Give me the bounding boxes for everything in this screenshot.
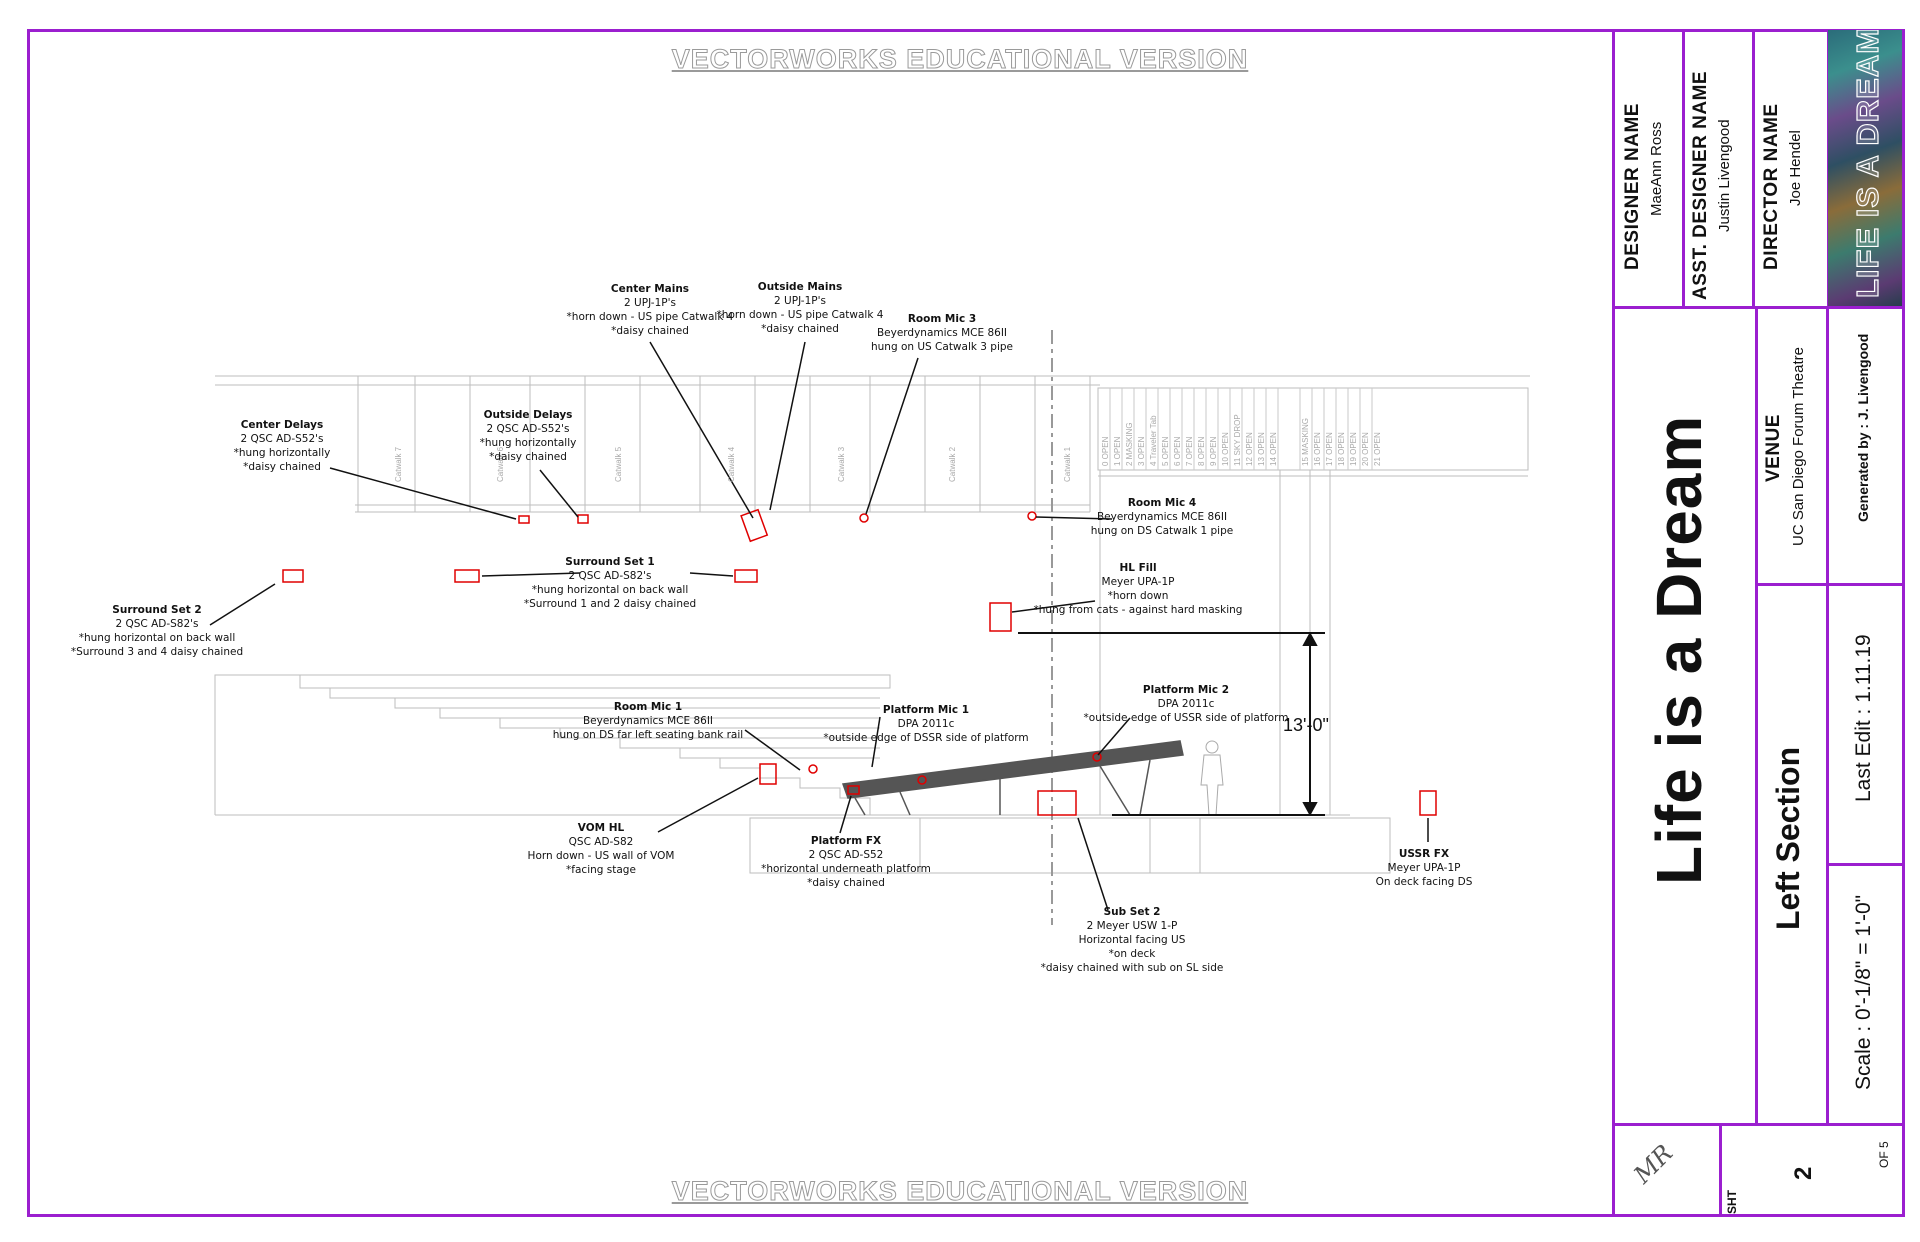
last-edit-box: [1826, 583, 1905, 866]
watermark-top: VECTORWORKS EDUCATIONAL VERSION: [671, 44, 1249, 75]
catwalk-label: Catwalk 1: [1063, 446, 1072, 482]
venue-name: UC San Diego Forum Theatre: [1790, 347, 1807, 546]
lineset-label: 15 MASKING: [1301, 417, 1310, 466]
lineset-label: 17 OPEN: [1325, 432, 1334, 466]
lineset-label: 2 MASKING: [1125, 422, 1134, 466]
lineset-label: 8 OPEN: [1197, 436, 1206, 466]
watermark-bottom: VECTORWORKS EDUCATIONAL VERSION: [671, 1176, 1249, 1207]
last-edit: Last Edit : 1.11.19: [1852, 634, 1875, 802]
platform-truss: [841, 740, 1184, 816]
catwalk-label: Catwalk 4: [727, 446, 736, 482]
production-title-box: [1612, 306, 1758, 1126]
catwalk-label: Catwalk 3: [837, 446, 846, 482]
designer-name: MaeAnn Ross: [1648, 121, 1665, 216]
lineset-label: 3 OPEN: [1137, 436, 1146, 466]
generated-box: [1826, 306, 1905, 586]
scale: Scale : 0'-1/8" = 1'-0": [1852, 894, 1875, 1090]
sheet-of-total: OF 5: [1877, 1141, 1891, 1168]
catwalk-label: Catwalk 5: [614, 446, 623, 482]
scale-box: [1826, 863, 1905, 1126]
lineset-label: 7 OPEN: [1185, 436, 1194, 466]
lineset-label: 16 OPEN: [1313, 432, 1322, 466]
designer-label: DESIGNER NAME: [1622, 103, 1643, 270]
catwalk-grid: [215, 375, 1530, 815]
director-name: Joe Hendel: [1787, 130, 1804, 206]
human-figure: [1200, 740, 1224, 816]
lineset-label: 20 OPEN: [1361, 432, 1370, 466]
lineset-label: 12 OPEN: [1245, 432, 1254, 466]
lineset-label: 13 OPEN: [1257, 432, 1266, 466]
director-label: DIRECTOR NAME: [1761, 103, 1782, 270]
lineset-label: 0 OPEN: [1101, 436, 1110, 466]
lineset-label: 21 OPEN: [1373, 432, 1382, 466]
dimension-13ft: [1018, 631, 1325, 817]
sheet-title: Left Section: [1770, 746, 1806, 930]
lineset-label: 18 OPEN: [1337, 432, 1346, 466]
sheet-number: 2: [1790, 1166, 1817, 1180]
catwalk-label: Catwalk 2: [948, 446, 957, 482]
production-title: Life is a Dream: [1643, 414, 1715, 885]
production-art: LIFE IS A DREAM: [1828, 30, 1902, 308]
lineset-label: 4 Traveler Tab: [1149, 415, 1158, 466]
lineset-label: 14 OPEN: [1269, 432, 1278, 466]
production-art-text: LIFE IS A DREAM: [1849, 30, 1885, 299]
venue-label: VENUE: [1763, 414, 1784, 482]
asst-designer-name: Justin Livengood: [1716, 119, 1733, 232]
leader-lines: [209, 341, 1429, 911]
lineset-label: 10 OPEN: [1221, 432, 1230, 466]
generated-by: Generated by : J. Livengood: [1855, 333, 1871, 522]
lineset-label: 6 OPEN: [1173, 436, 1182, 466]
sht-label: SHT: [1725, 1190, 1739, 1214]
lineset-label: 5 OPEN: [1161, 436, 1170, 466]
catwalk-label: Catwalk 7: [394, 446, 403, 482]
asst-designer-label: ASST. DESIGNER NAME: [1690, 70, 1711, 300]
lineset-label: 11 SKY DROP: [1233, 414, 1242, 466]
speakers: [282, 508, 1437, 816]
dimension-label: 13'-0": [1283, 715, 1329, 735]
logo-box: [1612, 1123, 1722, 1217]
lineset-label: 19 OPEN: [1349, 432, 1358, 466]
lineset-label: 9 OPEN: [1209, 436, 1218, 466]
sheet-number-box: [1719, 1123, 1905, 1217]
lineset-label: 1 OPEN: [1113, 436, 1122, 466]
section-drawing: [209, 330, 1530, 925]
